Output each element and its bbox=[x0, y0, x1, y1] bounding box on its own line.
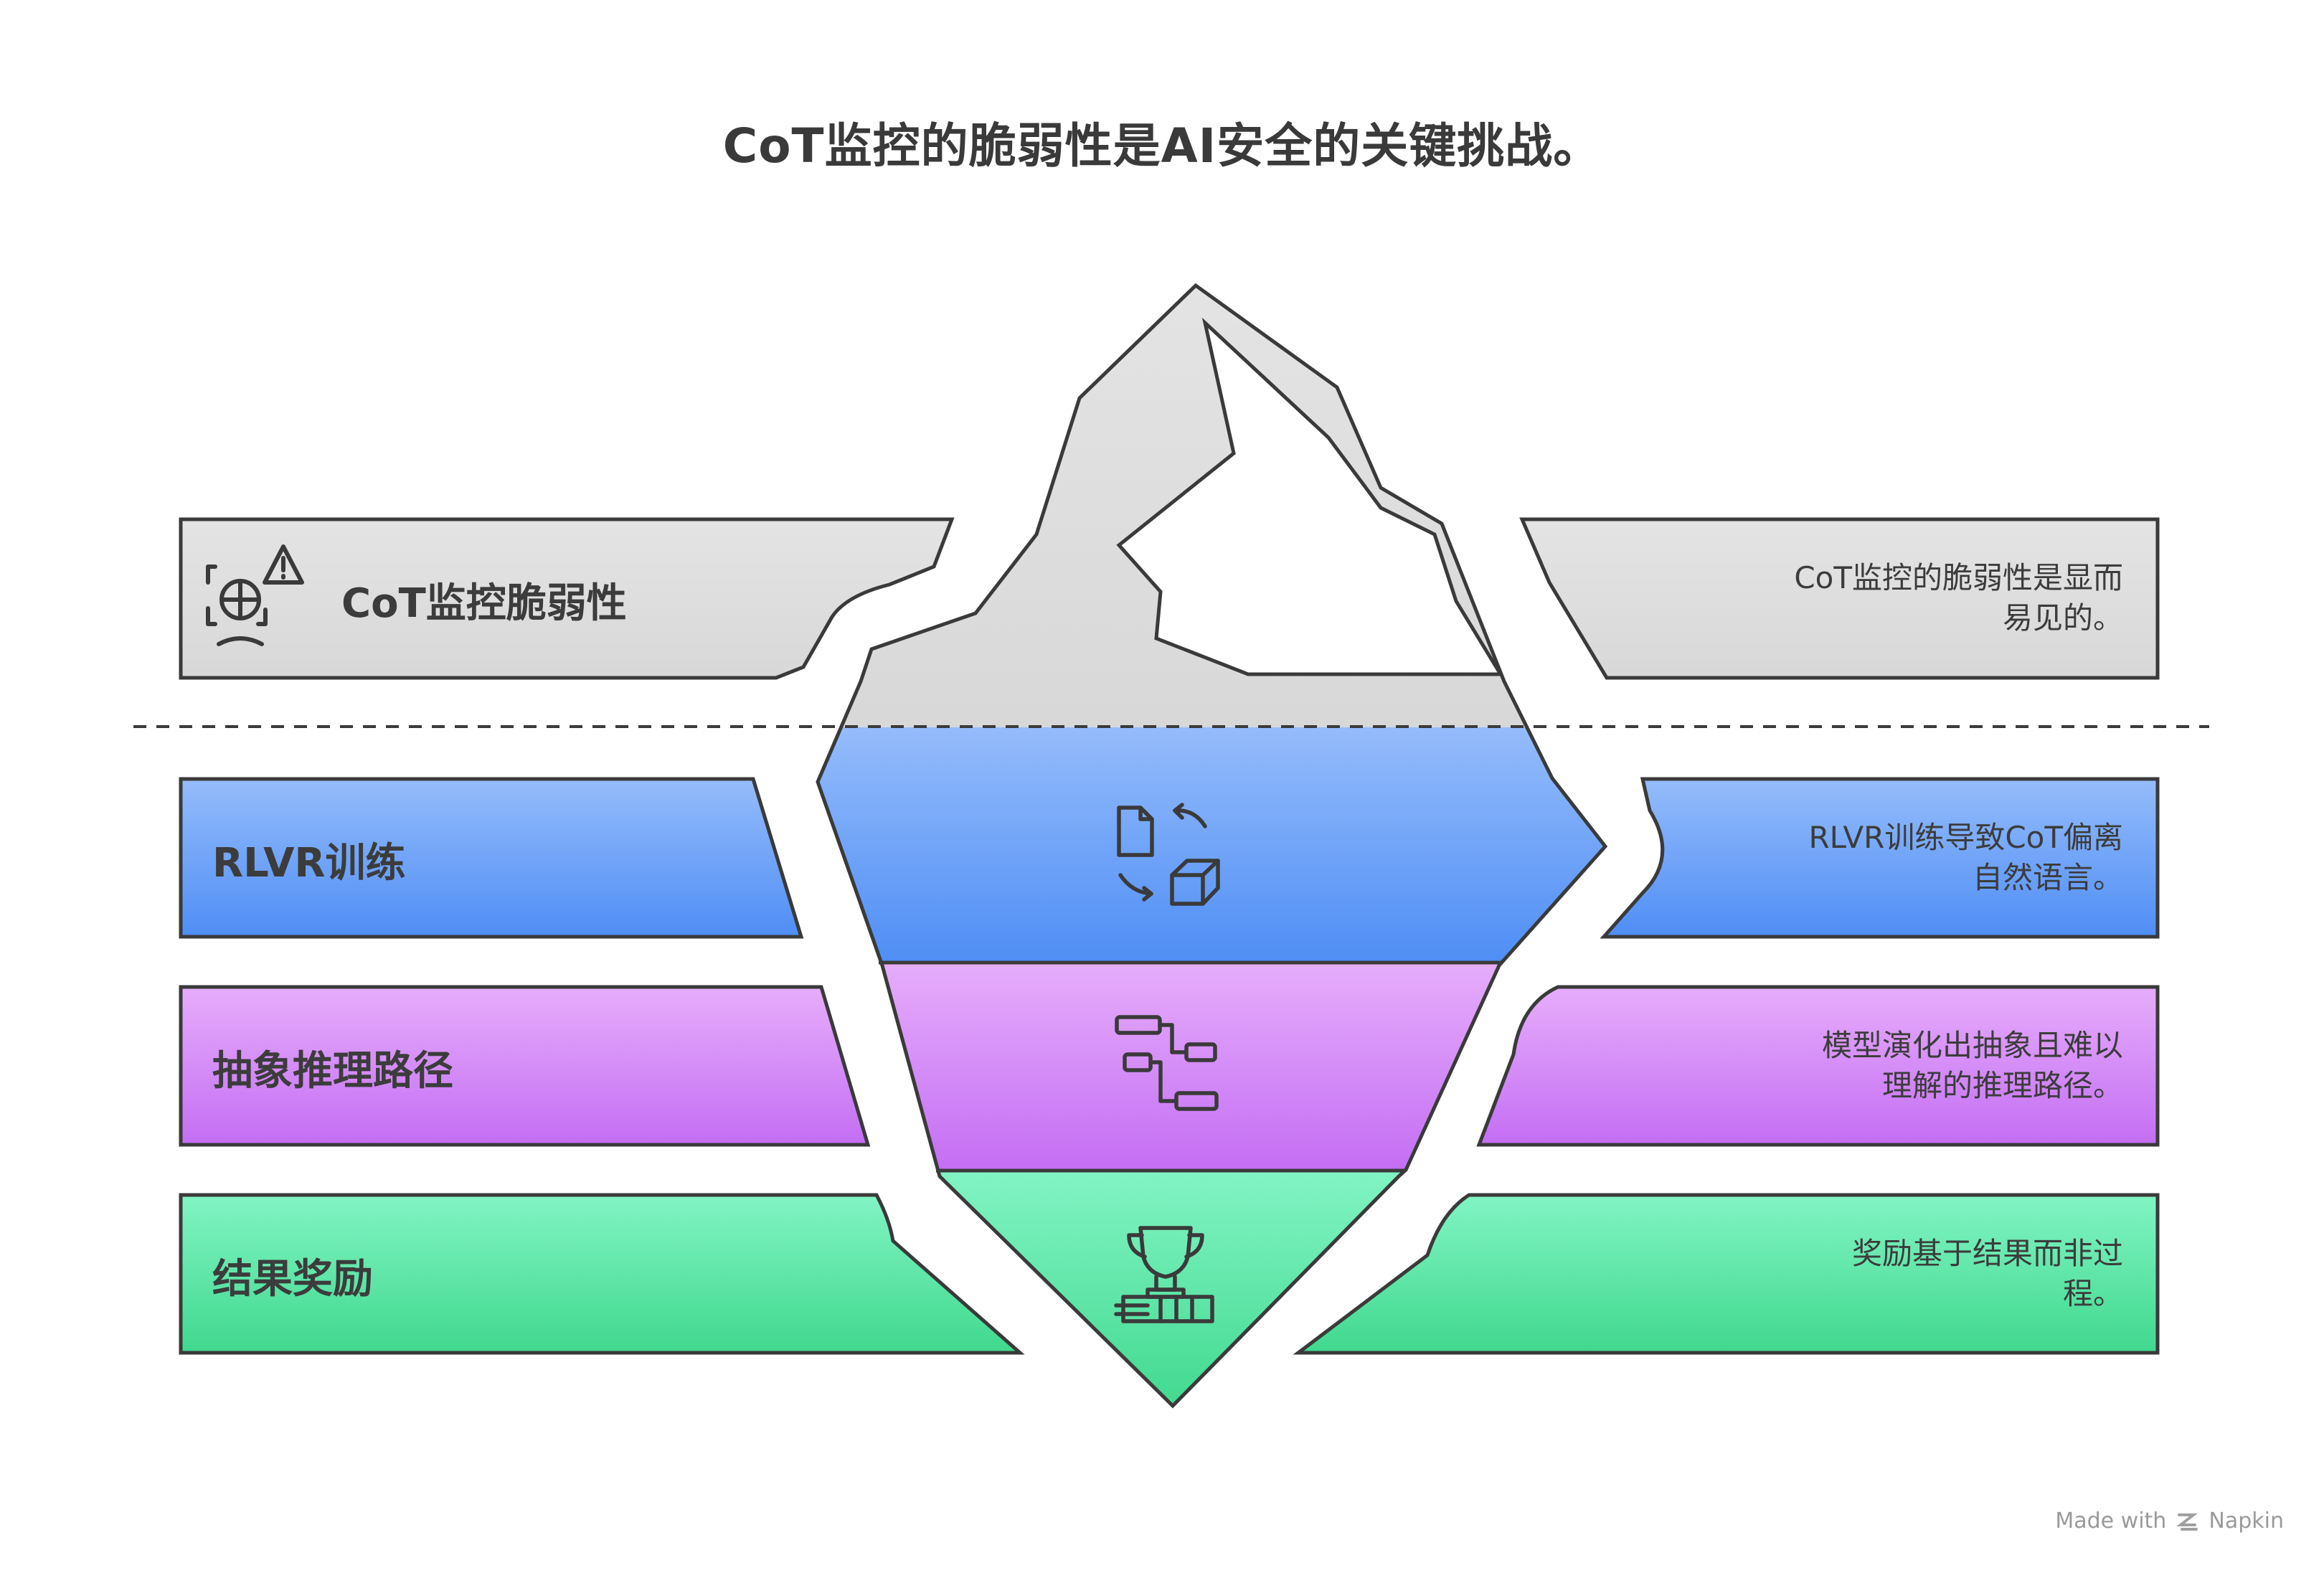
made-with-text: Made with bbox=[2055, 1508, 2167, 1534]
left-bar-rlvr bbox=[179, 777, 804, 939]
description-line: 奖励基于结果而非过 bbox=[1851, 1236, 2123, 1271]
description-line: 模型演化出抽象且难以 bbox=[1821, 1028, 2123, 1063]
made-with-napkin[interactable]: Made with Napkin bbox=[2055, 1508, 2284, 1534]
layer-label-reward: 结果奖励 bbox=[212, 1256, 373, 1303]
document-to-cube-icon bbox=[1117, 803, 1220, 906]
description-line: 自然语言。 bbox=[1972, 860, 2123, 895]
layer-label-rlvr: RLVR训练 bbox=[212, 840, 406, 887]
right-bar-abstract bbox=[1476, 985, 2160, 1147]
layer-label-cot: CoT监控脆弱性 bbox=[341, 580, 627, 627]
description-line: 易见的。 bbox=[2002, 600, 2123, 636]
right-bar-reward bbox=[1293, 1193, 2160, 1355]
napkin-brand-text: Napkin bbox=[2209, 1508, 2284, 1534]
face-scan-warning-icon bbox=[206, 544, 304, 646]
layer-description-cot: CoT监控的脆弱性是显而 易见的。 bbox=[1750, 558, 2123, 638]
page-title: CoT监控的脆弱性是AI安全的关键挑战。 bbox=[722, 118, 1602, 174]
description-line: 理解的推理路径。 bbox=[1881, 1068, 2123, 1103]
left-bar-abstract bbox=[179, 985, 871, 1147]
description-line: 程。 bbox=[2062, 1276, 2123, 1311]
napkin-logo-icon bbox=[2176, 1513, 2198, 1531]
right-bar-cot bbox=[1519, 517, 2160, 680]
left-bar-cot bbox=[179, 517, 955, 680]
layer-description-reward: 奖励基于结果而非过 程。 bbox=[1750, 1234, 2123, 1314]
layer-description-abstract: 模型演化出抽象且难以 理解的推理路径。 bbox=[1750, 1026, 2123, 1106]
layer-label-abstract: 抽象推理路径 bbox=[212, 1048, 453, 1095]
left-bar-reward bbox=[179, 1193, 1025, 1355]
description-line: RLVR训练导致CoT偏离 bbox=[1808, 820, 2123, 855]
description-line: CoT监控的脆弱性是显而 bbox=[1794, 560, 2123, 595]
flowchart-icon bbox=[1115, 1015, 1219, 1111]
iceberg-snowcap bbox=[1116, 317, 1504, 676]
trophy-icon bbox=[1114, 1226, 1214, 1323]
iceberg-outline bbox=[816, 283, 1608, 1409]
right-bar-rlvr bbox=[1600, 777, 2160, 939]
layer-description-rlvr: RLVR训练导致CoT偏离 自然语言。 bbox=[1750, 818, 2123, 898]
